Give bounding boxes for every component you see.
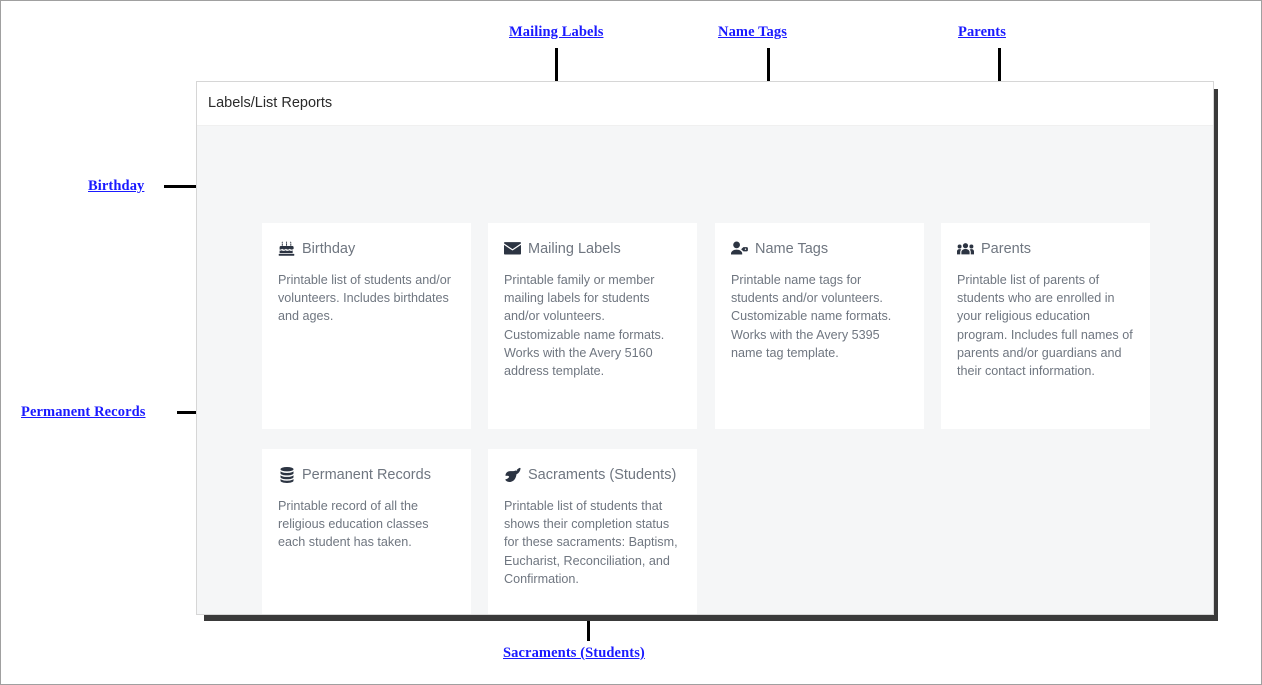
birthday-cake-icon: [278, 240, 295, 257]
card-title: Name Tags: [755, 240, 829, 257]
user-tag-icon: [731, 240, 748, 257]
report-card-name-tags[interactable]: Name Tags Printable name tags for studen…: [715, 223, 924, 429]
card-description: Printable list of parents of students wh…: [957, 273, 1133, 379]
card-title: Birthday: [302, 240, 356, 257]
page-title: Labels/List Reports: [208, 95, 333, 111]
panel-body: Birthday Printable list of students and/…: [197, 126, 1213, 614]
report-card-parents[interactable]: Parents Printable list of parents of stu…: [941, 223, 1150, 429]
annotation-label-permanent-records: Permanent Records: [21, 404, 146, 420]
card-description: Printable family or member mailing label…: [504, 273, 665, 379]
card-header: Parents: [957, 240, 1134, 257]
card-header: Birthday: [278, 240, 455, 257]
card-description: Printable name tags for students and/or …: [731, 273, 892, 360]
database-icon: [278, 466, 295, 483]
card-title: Parents: [981, 240, 1031, 257]
report-card-mailing-labels[interactable]: Mailing Labels Printable family or membe…: [488, 223, 697, 429]
card-description: Printable record of all the religious ed…: [278, 499, 429, 550]
card-title: Sacraments (Students): [528, 466, 677, 483]
report-card-birthday[interactable]: Birthday Printable list of students and/…: [262, 223, 471, 429]
annotation-label-birthday: Birthday: [88, 178, 145, 194]
card-header: Permanent Records: [278, 466, 455, 483]
card-header: Sacraments (Students): [504, 466, 681, 483]
labels-list-reports-panel: Labels/List Reports: [196, 81, 1214, 615]
annotation-label-name-tags: Name Tags: [718, 24, 787, 40]
dove-icon: [504, 466, 521, 483]
card-description: Printable list of students that shows th…: [504, 499, 678, 586]
card-header: Name Tags: [731, 240, 908, 257]
report-card-sacraments-students[interactable]: Sacraments (Students) Printable list of …: [488, 449, 697, 614]
annotation-label-parents: Parents: [958, 24, 1006, 40]
users-group-icon: [957, 240, 974, 257]
report-card-permanent-records[interactable]: Permanent Records Printable record of al…: [262, 449, 471, 614]
card-description: Printable list of students and/or volunt…: [278, 273, 451, 324]
envelope-icon: [504, 240, 521, 257]
card-header: Mailing Labels: [504, 240, 681, 257]
card-title: Permanent Records: [302, 466, 431, 483]
card-title: Mailing Labels: [528, 240, 621, 257]
annotation-label-mailing-labels: Mailing Labels: [509, 24, 604, 40]
panel-header: Labels/List Reports: [197, 82, 1213, 126]
annotation-label-sacraments: Sacraments (Students): [503, 645, 645, 661]
